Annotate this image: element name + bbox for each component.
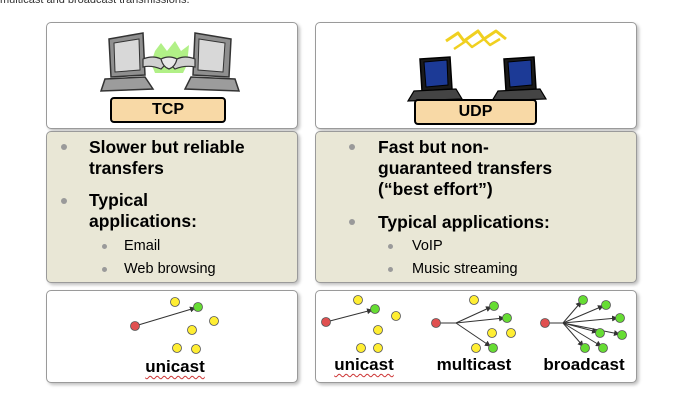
sub-bullet-dot xyxy=(388,244,393,249)
target-node xyxy=(502,313,512,323)
udp-bullet-line: Typical applications: xyxy=(378,212,550,232)
unicast-label: unicast xyxy=(135,357,215,377)
source-node xyxy=(130,321,140,331)
idle-node xyxy=(506,328,516,338)
udp-image-panel: UDP xyxy=(315,22,637,129)
idle-node xyxy=(187,325,197,335)
tcp-image-panel: TCP xyxy=(46,22,298,129)
unicast-label-text: unicast xyxy=(334,355,394,374)
tcp-label: TCP xyxy=(110,97,226,123)
tcp-text-panel: Slower but reliable transfers Typical ap… xyxy=(46,131,298,283)
bullet-dot xyxy=(61,144,67,150)
target-node xyxy=(595,328,605,338)
source-node xyxy=(540,318,550,328)
target-node xyxy=(193,302,203,312)
idle-node xyxy=(471,343,481,353)
idle-node xyxy=(209,316,219,326)
tcp-sub-bullet: Email xyxy=(124,238,161,254)
sub-bullet-dot xyxy=(388,267,393,272)
unicast-diagram xyxy=(130,297,219,354)
target-node xyxy=(488,343,498,353)
idle-node xyxy=(172,343,182,353)
idle-node xyxy=(191,344,201,354)
idle-node xyxy=(487,328,497,338)
udp-sub-bullet: VoIP xyxy=(412,238,443,254)
source-node xyxy=(321,317,331,327)
unicast-label: unicast xyxy=(324,355,404,375)
idle-node xyxy=(469,295,479,305)
target-node xyxy=(489,301,499,311)
multicast-label: multicast xyxy=(436,355,512,374)
target-node xyxy=(598,343,608,353)
broadcast-diagram xyxy=(540,295,627,353)
udp-sub-bullet: Music streaming xyxy=(412,261,518,277)
broadcast-label: broadcast xyxy=(543,355,625,374)
bullet-dot xyxy=(349,219,355,225)
target-node xyxy=(580,343,590,353)
bullet-dot xyxy=(349,144,355,150)
idle-node xyxy=(170,297,180,307)
idle-node xyxy=(373,343,383,353)
unicast-diagram xyxy=(321,295,401,353)
tcp-bullet-line: transfers xyxy=(89,158,164,178)
udp-cast-panel: unicast multicast broadcast xyxy=(315,290,637,383)
sub-bullet-dot xyxy=(102,267,107,272)
tcp-bullet-line: Slower but reliable xyxy=(89,137,245,157)
target-node xyxy=(601,300,611,310)
udp-label: UDP xyxy=(414,99,537,125)
udp-bullet-line: guaranteed transfers xyxy=(378,158,553,178)
source-node xyxy=(431,318,441,328)
udp-bullet-line: Fast but non- xyxy=(378,137,489,157)
idle-node xyxy=(373,325,383,335)
idle-node xyxy=(356,343,366,353)
tcp-bullet-line: applications: xyxy=(89,211,197,231)
target-node xyxy=(617,330,627,340)
idle-node xyxy=(353,295,363,305)
udp-text-panel: Fast but non- guaranteed transfers (“bes… xyxy=(315,131,637,283)
tcp-cast-panel: unicast xyxy=(46,290,298,383)
target-node xyxy=(578,295,588,305)
lightning-computers-icon xyxy=(406,29,548,102)
target-node xyxy=(615,313,625,323)
tcp-bullet-line: Typical xyxy=(89,190,149,210)
unicast-label-text: unicast xyxy=(145,357,205,376)
target-node xyxy=(370,304,380,314)
tcp-sub-bullet: Web browsing xyxy=(124,261,216,277)
multicast-diagram xyxy=(431,295,516,353)
idle-node xyxy=(391,311,401,321)
bullet-dot xyxy=(61,198,67,204)
handshake-computers-icon xyxy=(99,32,241,92)
udp-bullet-line: (“best effort”) xyxy=(378,179,493,199)
sub-bullet-dot xyxy=(102,244,107,249)
caption-text: multicast and broadcast transmissions. xyxy=(0,0,190,6)
